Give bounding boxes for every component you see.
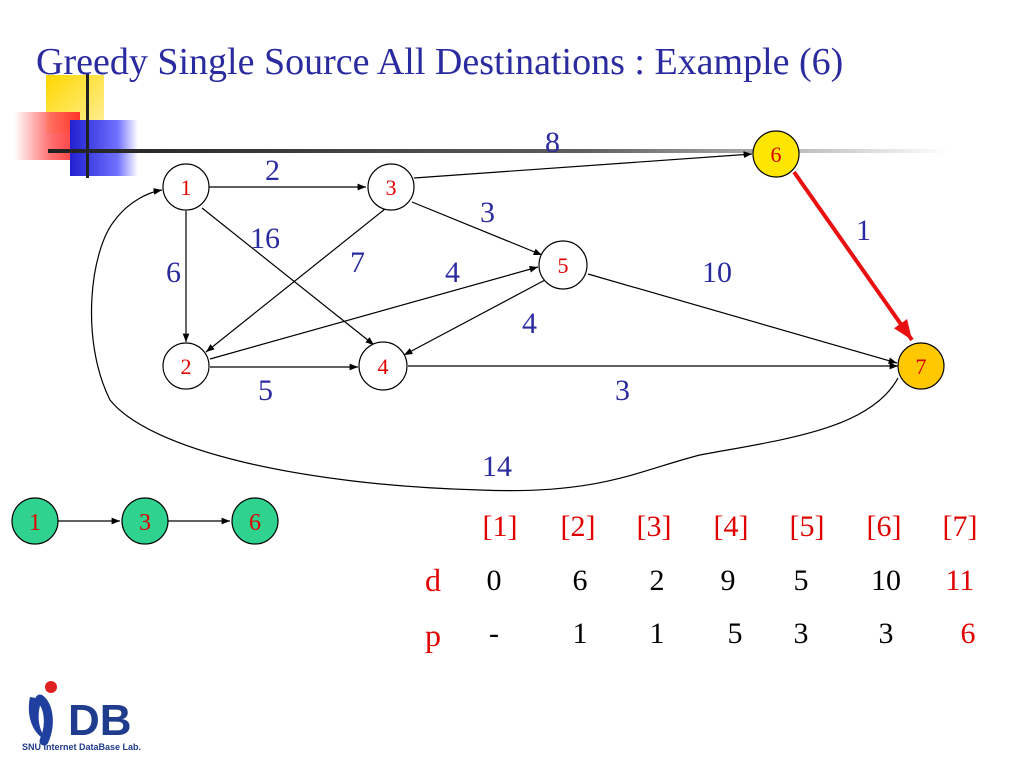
table-header: [3]: [636, 510, 672, 543]
d-value-highlighted: 11: [945, 564, 975, 597]
edge-3-2: [205, 208, 386, 353]
d-value: 10: [871, 564, 901, 597]
edge-7-1: [90, 188, 899, 492]
idb-logo: DB: [28, 681, 132, 746]
path-node-3-label: 3: [139, 510, 151, 536]
weight-3-2: 7: [350, 246, 365, 279]
logo-caption: SNU Internet DataBase Lab.: [22, 742, 142, 752]
node-1-label: 1: [181, 175, 192, 200]
row-label-p: p: [425, 617, 441, 653]
node-1: 1: [162, 163, 210, 211]
path-node-3: 3: [121, 497, 169, 545]
weight-5-7: 10: [702, 256, 732, 289]
edge-1-4: [201, 207, 375, 346]
node-7: 7: [897, 342, 945, 390]
title-underline: [48, 149, 948, 153]
edge-5-4: [403, 279, 546, 356]
p-value: -: [489, 617, 499, 650]
node-3: 3: [367, 163, 415, 211]
weight-2-5: 4: [445, 256, 460, 289]
node-4-label: 4: [378, 354, 389, 379]
weight-5-4: 4: [522, 307, 537, 340]
table-header: [2]: [560, 510, 596, 543]
row-label-d: d: [425, 562, 441, 598]
node-5-label: 5: [558, 253, 569, 278]
d-value: 0: [486, 564, 502, 597]
weight-3-5: 3: [480, 196, 495, 229]
path-node-6: 6: [231, 497, 279, 545]
table-header: [7]: [942, 510, 978, 543]
d-value: 6: [572, 564, 588, 597]
p-value-highlighted: 6: [960, 617, 976, 650]
edge-6-7: [792, 170, 914, 342]
table-header: [5]: [789, 510, 825, 543]
p-value: 1: [649, 617, 665, 650]
weight-2-4: 5: [258, 374, 273, 407]
weight-1-2: 6: [166, 256, 181, 289]
edge-3-5: [411, 201, 543, 256]
p-value: 3: [878, 617, 894, 650]
weight-6-7: 1: [856, 214, 871, 247]
weight-7-1: 14: [482, 450, 512, 483]
table-header: [6]: [866, 510, 902, 543]
node-2-label: 2: [181, 354, 192, 379]
deco-blue-square: [70, 120, 138, 176]
table-header: [4]: [713, 510, 749, 543]
node-5: 5: [538, 240, 588, 290]
p-value: 3: [793, 617, 809, 650]
deco-vertical-line: [86, 74, 89, 178]
d-value: 9: [720, 564, 736, 597]
edge-5-7: [587, 273, 898, 364]
node-4: 4: [358, 341, 408, 391]
svg-text:DB: DB: [68, 696, 132, 745]
node-7-label: 7: [916, 354, 927, 379]
path-node-1: 1: [11, 497, 59, 545]
p-value: 5: [727, 617, 743, 650]
edge-3-6: [413, 151, 753, 179]
d-value: 2: [649, 564, 665, 597]
weight-4-7: 3: [615, 374, 630, 407]
node-3-label: 3: [386, 175, 397, 200]
path-node-1-label: 1: [29, 510, 41, 536]
page-title: Greedy Single Source All Destinations : …: [36, 41, 844, 83]
weight-3-6: 8: [545, 126, 560, 159]
node-6: 6: [752, 130, 800, 178]
table-header: [1]: [482, 510, 518, 543]
weight-1-3: 2: [265, 154, 280, 187]
node-2: 2: [162, 342, 210, 390]
d-value: 5: [793, 564, 809, 597]
node-6-label: 6: [771, 142, 782, 167]
weight-1-4: 16: [250, 222, 280, 255]
edge-2-5: [209, 266, 539, 360]
path-node-6-label: 6: [249, 510, 261, 536]
p-value: 1: [572, 617, 588, 650]
